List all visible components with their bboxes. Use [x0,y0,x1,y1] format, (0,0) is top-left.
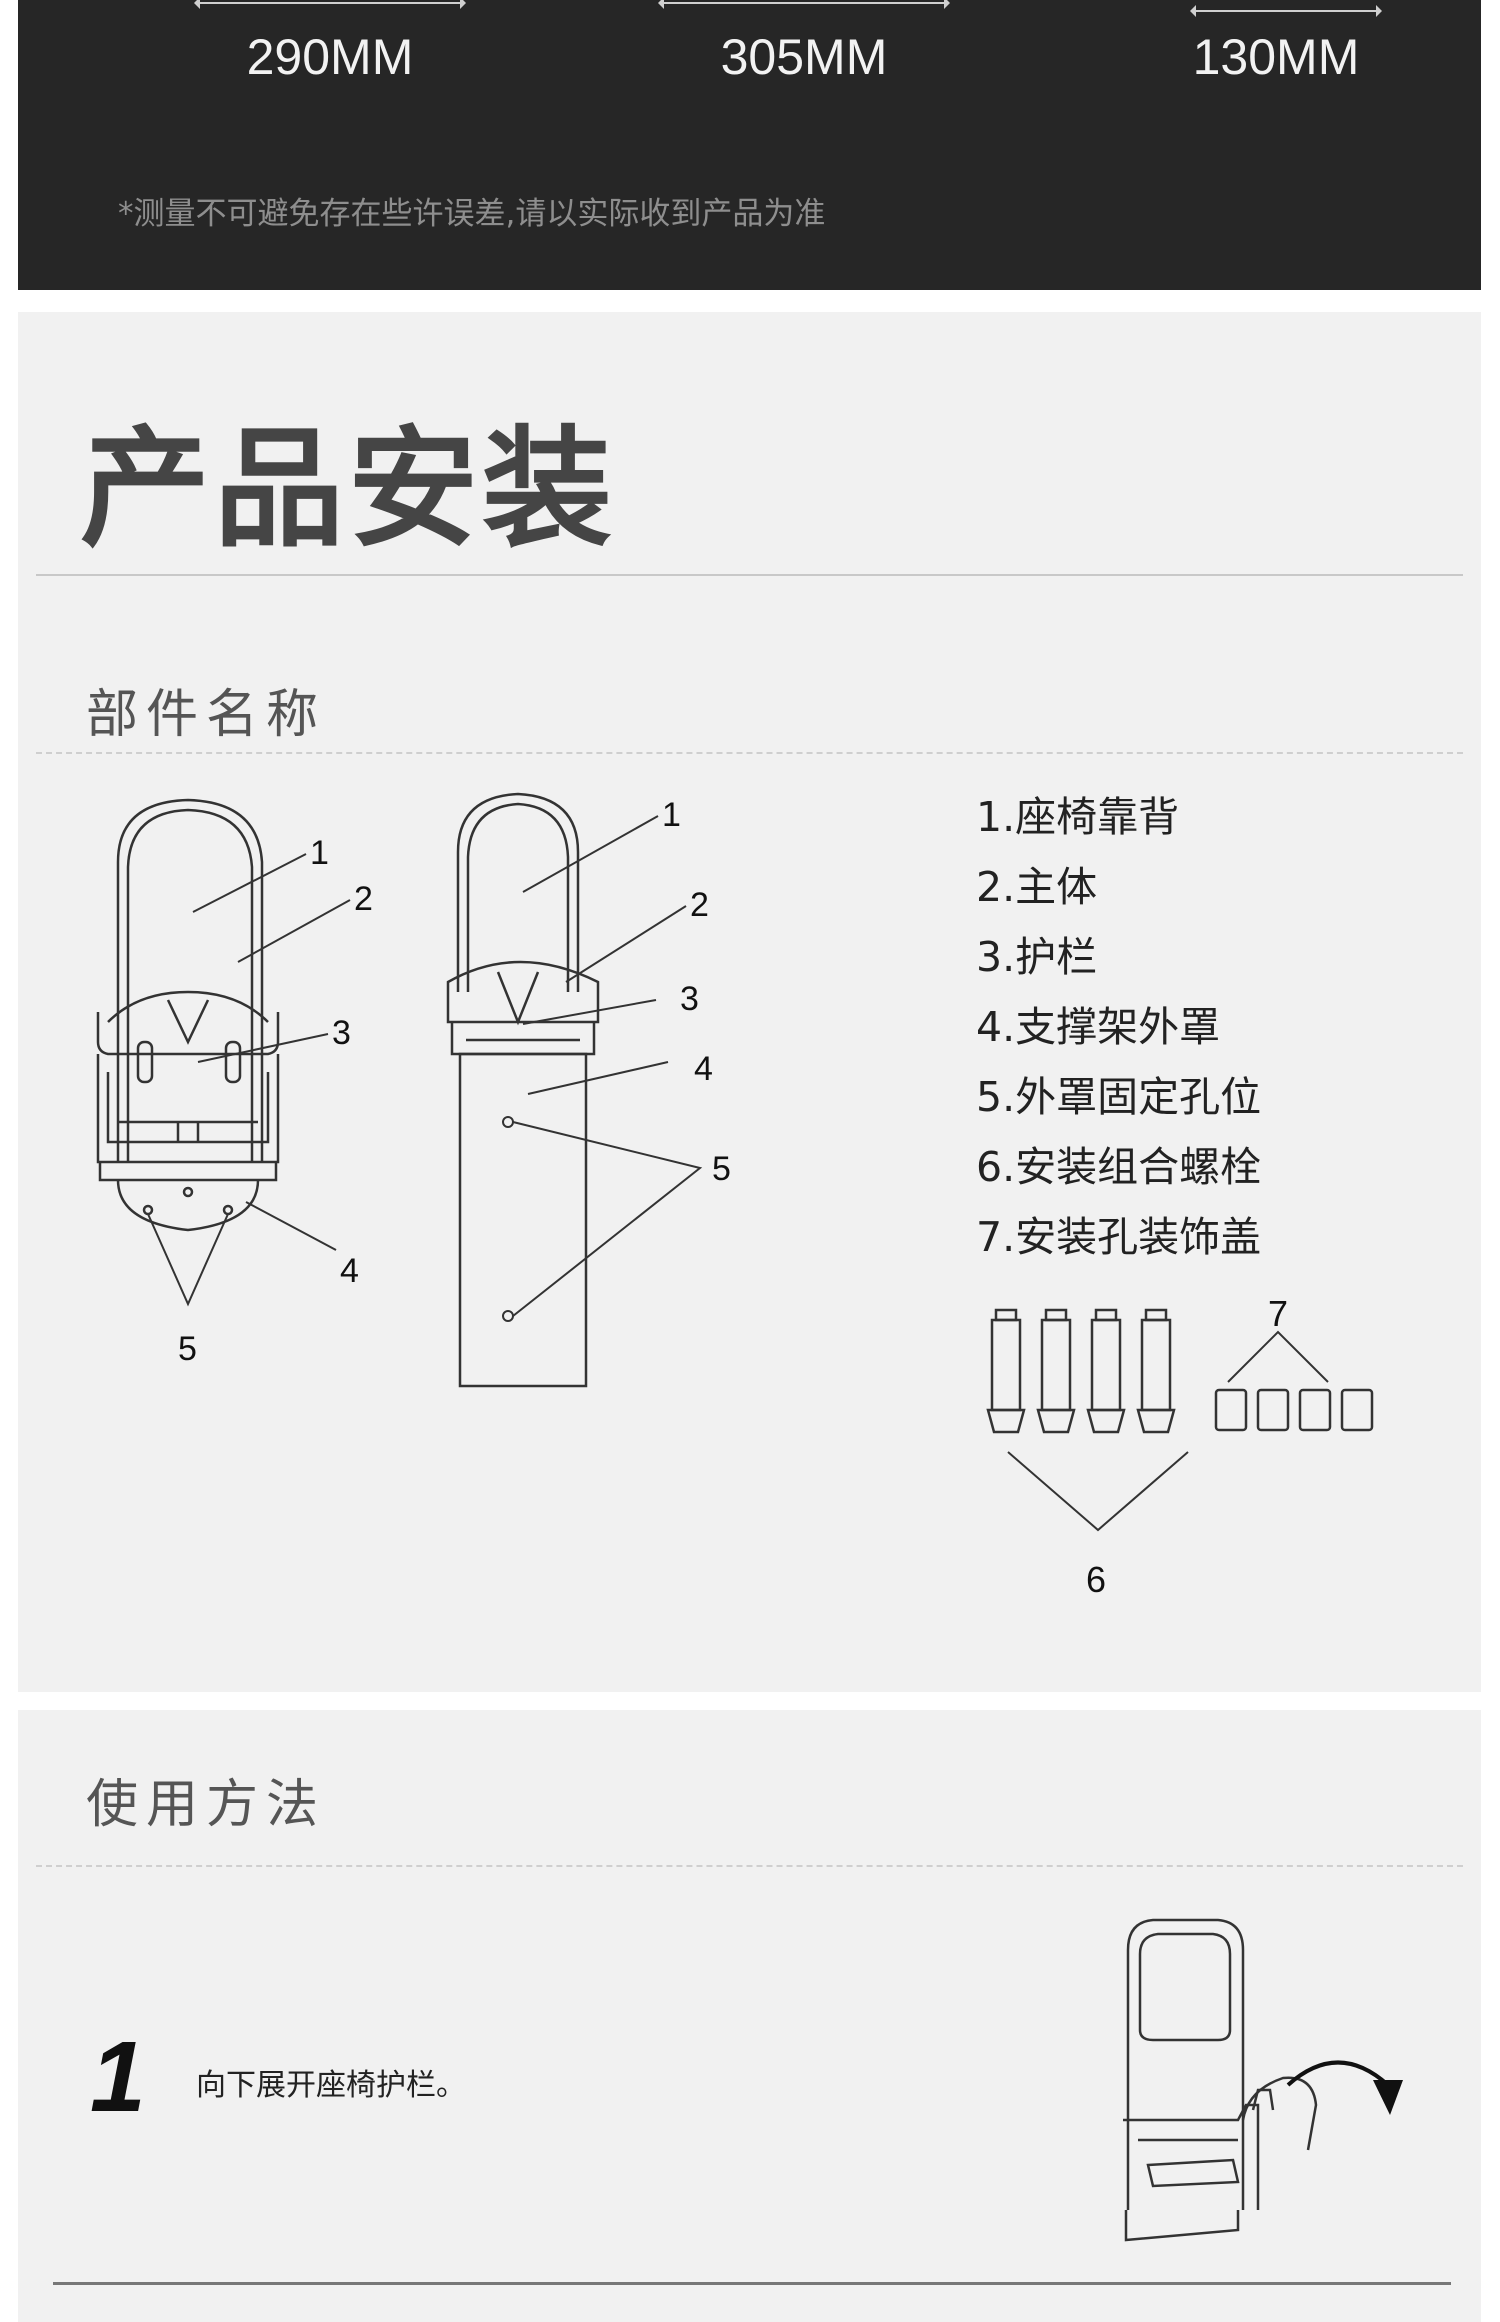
step-text: 向下展开座椅护栏。 [196,2068,466,2103]
cap-icon [1256,1388,1290,1432]
list-item: 3.护栏 [976,933,1098,981]
callout-2: 2 [354,880,373,918]
dimensions-band: 290MM 305MM 130MM *测量不可避免存在些许误差,请以实际收到产品… [18,0,1481,290]
parts-heading: 部件名称 [86,685,327,745]
unfolded-seat-diagram: 1 2 3 4 5 [446,792,731,1388]
bolt-icon [1036,1308,1076,1434]
callout-1: 1 [662,796,681,834]
section-divider [36,1865,1463,1867]
usage-panel: 使用方法 1 向下展开座椅护栏。 [18,1710,1481,2322]
callout-7: 7 [1268,1293,1288,1334]
dimension-depth: 130MM [1096,0,1456,120]
install-panel: 产品安装 部件名称 1 [18,312,1481,1692]
dimension-line [1190,5,1382,17]
section-divider [36,752,1463,754]
cap-icon [1214,1388,1248,1432]
callout-3: 3 [332,1014,351,1052]
page-title: 产品安装 [80,413,617,565]
dimension-line [194,0,466,9]
list-item: 4.支撑架外罩 [976,1003,1221,1051]
list-item: 1.座椅靠背 [976,793,1180,841]
list-item: 5.外罩固定孔位 [976,1073,1262,1121]
list-item: 7.安装孔装饰盖 [976,1213,1262,1261]
folded-seat-diagram: 1 2 3 4 5 [96,798,373,1368]
dimension-value: 130MM [1192,29,1360,85]
parts-list: 1.座椅靠背 2.主体 3.护栏 4.支撑架外罩 5.外罩固定孔位 6.安装组合… [976,782,1261,1272]
dimension-value: 305MM [720,29,888,85]
list-item: 6.安装组合螺栓 [976,1143,1262,1191]
callout-2: 2 [690,886,709,924]
callout-4: 4 [340,1252,359,1290]
dimension-line [658,0,950,9]
rotate-arrow [1286,2060,1390,2087]
dimension-width: 290MM [150,0,510,120]
bolt-icon [986,1308,1026,1434]
cap-icon [1340,1388,1374,1432]
arrow-down-icon [1373,2080,1403,2115]
bolt-icon [1136,1308,1176,1434]
measurement-note: *测量不可避免存在些许误差,请以实际收到产品为准 [118,196,826,232]
callout-1: 1 [310,834,329,872]
dimension-value: 290MM [246,29,414,85]
callout-4: 4 [694,1050,713,1088]
step-number: 1 [90,2021,146,2133]
dimension-height: 305MM [624,0,984,120]
title-divider [36,574,1463,576]
callout-5: 5 [178,1330,197,1368]
bolt-icon [1086,1308,1126,1434]
usage-heading: 使用方法 [86,1775,327,1835]
callout-5: 5 [712,1150,731,1188]
list-item: 2.主体 [976,863,1098,911]
callout-6: 6 [1086,1559,1106,1600]
step-1-illustration [1123,1918,1403,2242]
cap-icon [1298,1388,1332,1432]
hardware-diagram: 6 7 [986,1293,1374,1600]
callout-3: 3 [680,980,699,1018]
step-divider [53,2282,1451,2285]
